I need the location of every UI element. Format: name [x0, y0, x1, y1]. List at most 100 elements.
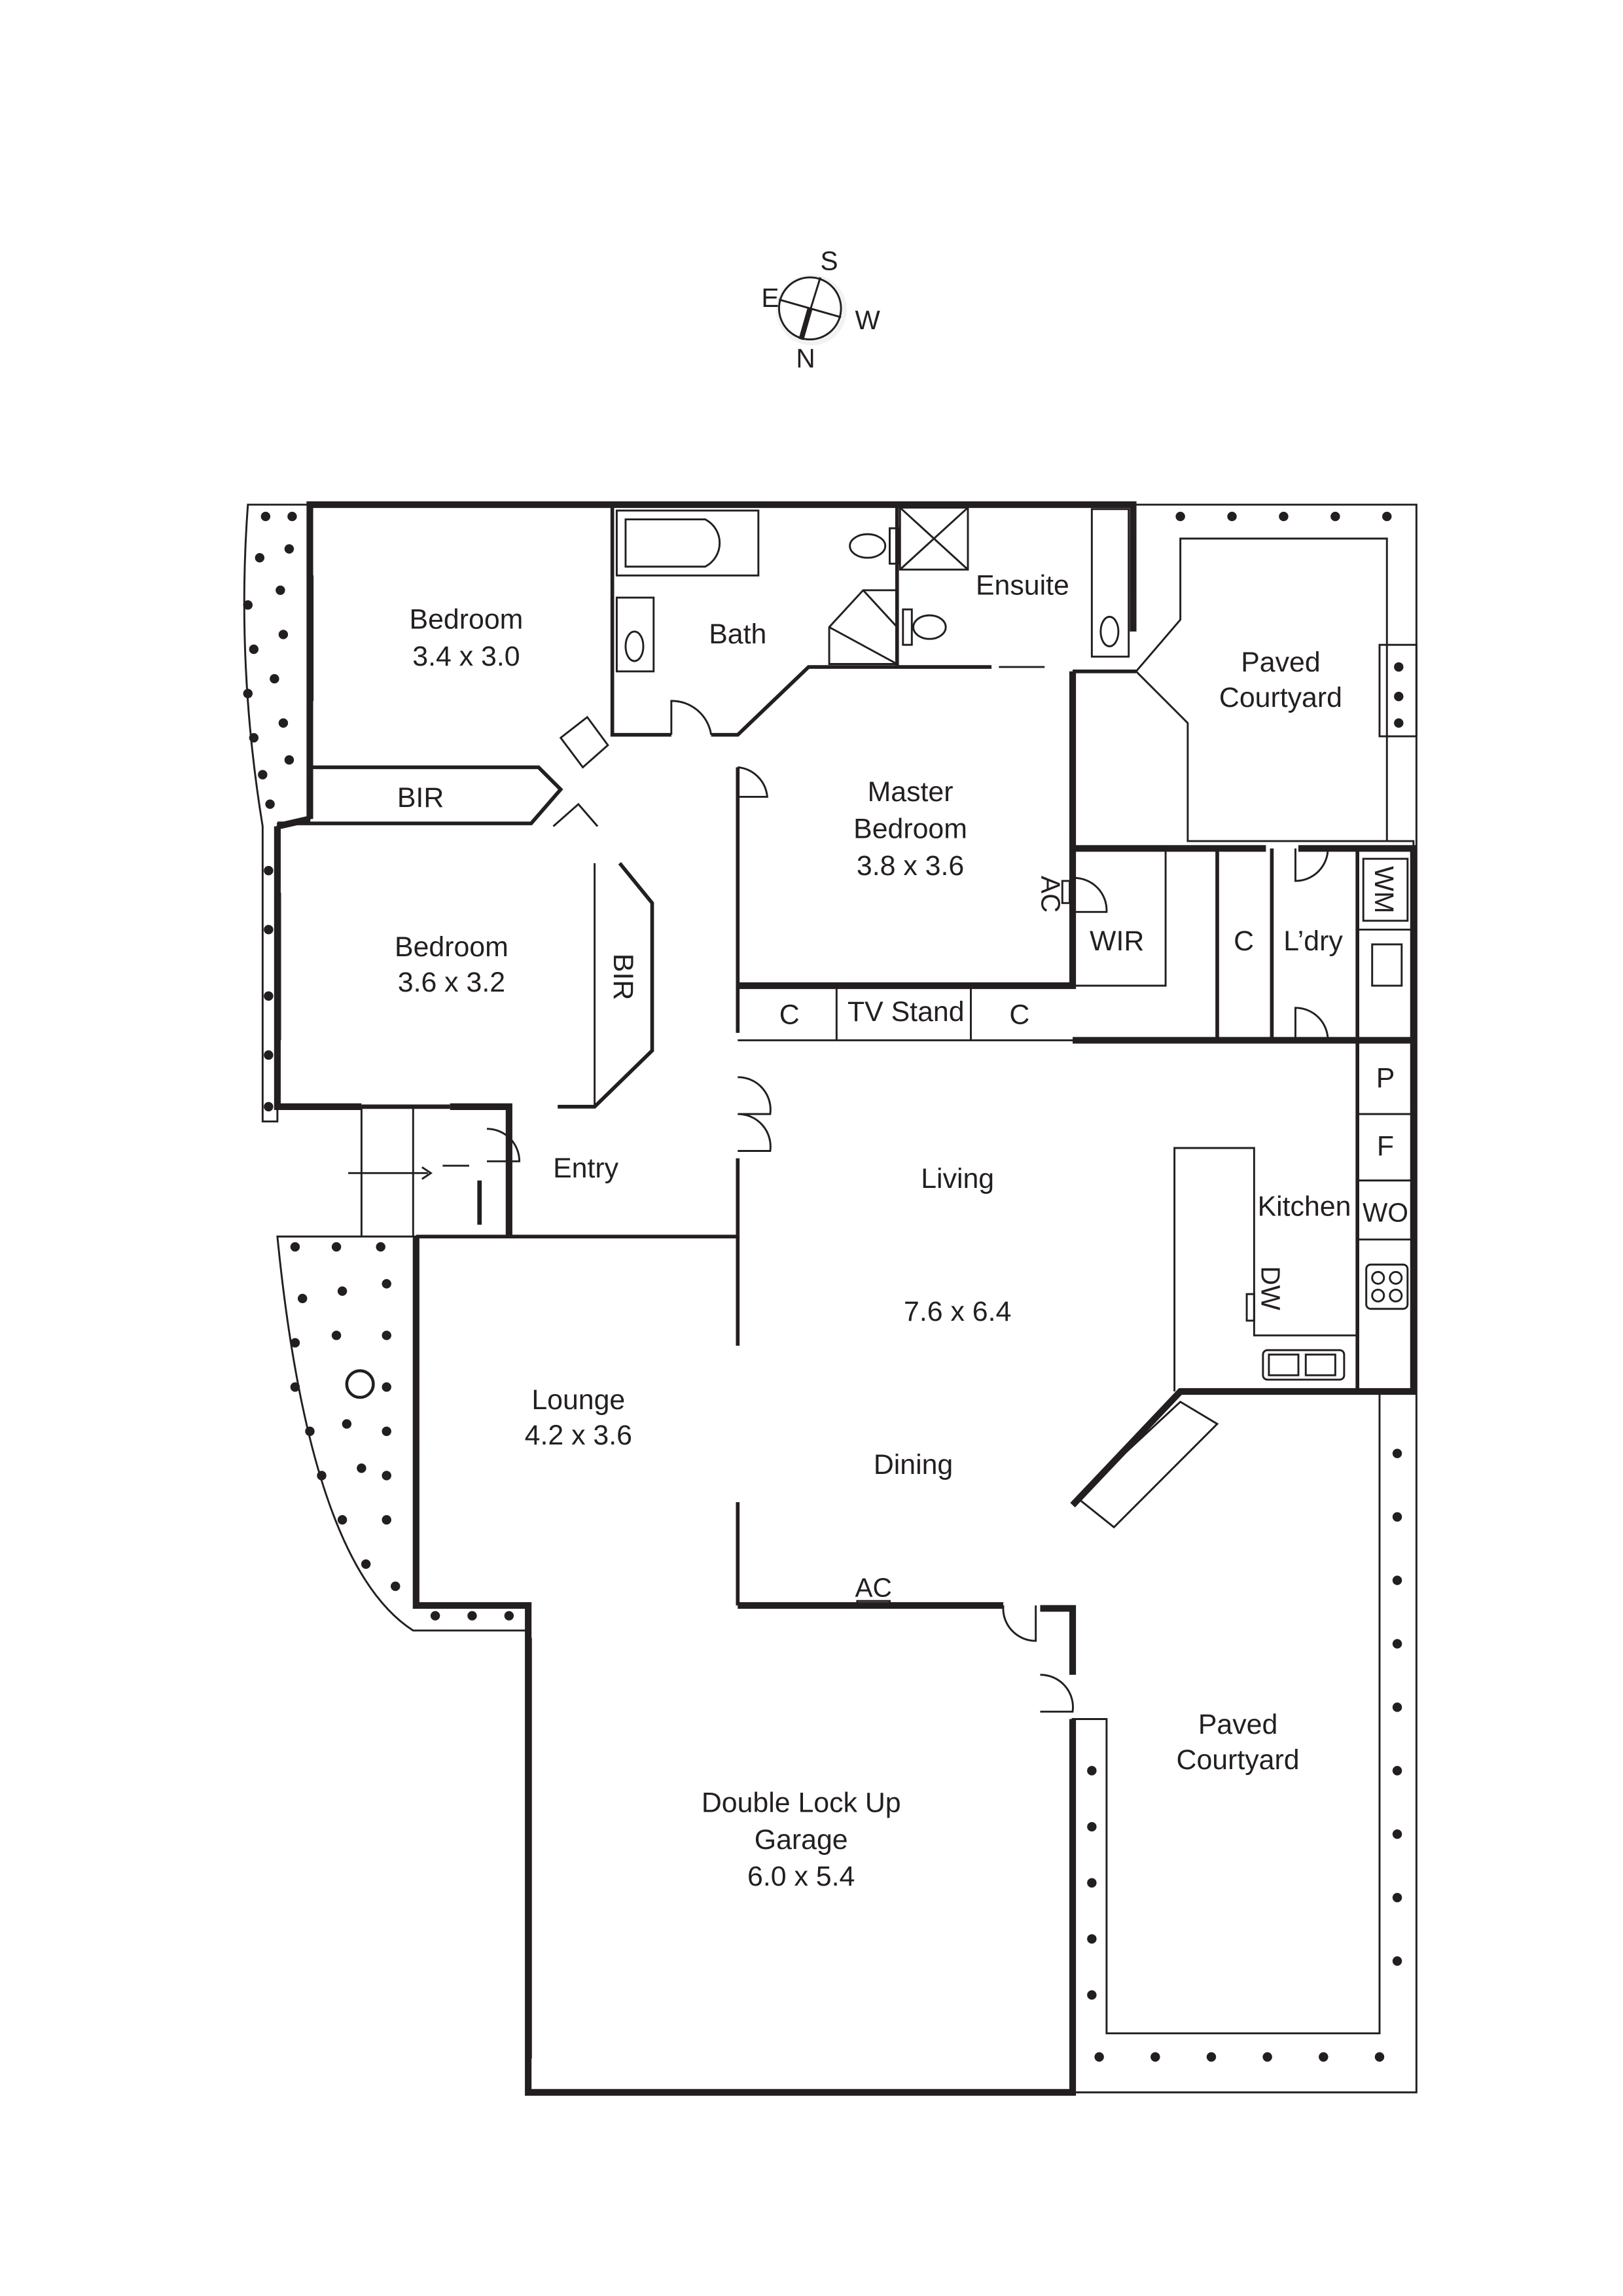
entry-label: Entry — [553, 1153, 619, 1184]
master-ac-label: AC — [1036, 876, 1066, 912]
plant-dot — [382, 1382, 391, 1392]
plant-dot — [467, 1611, 477, 1621]
plant-dot — [255, 552, 265, 563]
plant-dot — [260, 511, 271, 522]
plant-dot — [331, 1331, 342, 1340]
plant-dot — [376, 1242, 385, 1252]
plant-dot — [264, 1102, 274, 1112]
plant-dot — [287, 511, 297, 522]
plant-dot — [337, 1286, 348, 1296]
plant-dot — [243, 600, 253, 610]
bir1-label: BIR — [397, 782, 444, 814]
plant-dot — [1382, 511, 1392, 522]
shower — [899, 507, 969, 571]
plant-dot — [249, 644, 259, 655]
plant-dot — [270, 673, 279, 684]
plant-dot — [1394, 718, 1404, 728]
walls — [274, 501, 1417, 2096]
plant-dot — [382, 1471, 391, 1480]
plant-dot — [382, 1515, 391, 1525]
plant-dot — [249, 733, 259, 743]
plant-dot — [1392, 1893, 1402, 1903]
wir-label: WIR — [1090, 925, 1144, 957]
plant-dot — [264, 1050, 274, 1060]
plant-dots — [243, 511, 1404, 2062]
dishwasher-label: DW — [1256, 1266, 1286, 1310]
plant-dot — [1394, 691, 1404, 702]
ensuite-label: Ensuite — [976, 570, 1069, 601]
bir2-label: BIR — [607, 954, 639, 1000]
vanity — [615, 596, 655, 673]
doors — [348, 666, 1329, 1713]
dining-ac-label: AC — [855, 1572, 892, 1602]
plant-dot — [1394, 662, 1404, 672]
wall-oven-label: WO — [1363, 1198, 1408, 1228]
kitchen-label: Kitchen — [1258, 1191, 1351, 1223]
master-label: Master — [868, 776, 954, 808]
toilet — [849, 533, 887, 559]
plant-dot — [284, 544, 294, 554]
plant-dot — [290, 1338, 300, 1348]
compass-e: E — [761, 283, 779, 313]
plant-dot — [391, 1581, 401, 1591]
plant-dot — [1392, 1766, 1402, 1776]
living-label: Living — [921, 1163, 994, 1194]
master-label-2: Bedroom — [853, 814, 967, 845]
plant-dot — [1087, 1766, 1097, 1776]
room-labels: Bedroom 3.4 x 3.0 BIR Bedroom 3.6 x 3.2 … — [395, 570, 1408, 1893]
plant-dot — [290, 1242, 300, 1252]
plant-dot — [264, 865, 274, 876]
plant-dot — [278, 630, 289, 639]
plant-dot — [1087, 1990, 1097, 2000]
bath-label: Bath — [709, 619, 766, 650]
dining-label: Dining — [874, 1449, 953, 1480]
plant-dot — [1392, 1575, 1402, 1585]
plant-dot — [504, 1611, 514, 1621]
plant-dot — [331, 1242, 342, 1252]
compass-s: S — [821, 246, 838, 276]
laundry-label: L’dry — [1283, 925, 1343, 957]
plant-dot — [265, 799, 275, 809]
plant-dot — [290, 1382, 300, 1392]
tv-stand-label: TV Stand — [847, 996, 965, 1028]
plant-dot — [1175, 511, 1185, 522]
plant-dot — [284, 755, 294, 765]
plant-dot — [1262, 2052, 1272, 2062]
compass-n: N — [796, 343, 815, 373]
plant-dot — [1392, 1702, 1402, 1712]
plant-dot — [258, 770, 268, 780]
plant-dot — [305, 1426, 315, 1437]
plant-dot — [1087, 1821, 1097, 1832]
plant-dot — [1330, 511, 1340, 522]
garage-size: 6.0 x 5.4 — [747, 1861, 855, 1892]
courtyard2-label: Paved — [1198, 1709, 1277, 1740]
plant-dot — [382, 1331, 391, 1340]
bedroom1-label: Bedroom — [410, 603, 524, 635]
plant-dot — [276, 585, 285, 596]
plant-dot — [1392, 1448, 1402, 1458]
plant-dot — [1374, 2052, 1385, 2062]
plant-dot — [264, 991, 274, 1001]
plant-dot — [382, 1426, 391, 1437]
courtyard1-label: Paved — [1241, 647, 1320, 678]
plant-dot — [361, 1559, 371, 1569]
living-size: 7.6 x 6.4 — [904, 1296, 1011, 1327]
plant-dot — [1392, 1956, 1402, 1966]
plant-dot — [1392, 1639, 1402, 1649]
courtyard1-label-2: Courtyard — [1219, 682, 1342, 713]
plant-dot — [278, 718, 289, 728]
plant-dot — [1094, 2052, 1104, 2062]
cooktop — [1365, 1263, 1409, 1310]
plant-dot — [337, 1515, 348, 1525]
plant-dot — [1392, 1512, 1402, 1522]
c-left-label: C — [779, 999, 800, 1031]
lounge-label: Lounge — [531, 1384, 625, 1416]
plant-dot — [243, 689, 253, 698]
c-right-label: C — [1009, 999, 1029, 1031]
wm-label: WM — [1369, 866, 1399, 913]
shower-2 — [828, 589, 899, 665]
garage-label: Double Lock Up — [702, 1787, 901, 1819]
courtyard2-label-2: Courtyard — [1177, 1744, 1300, 1776]
plant-dot — [1206, 2052, 1217, 2062]
